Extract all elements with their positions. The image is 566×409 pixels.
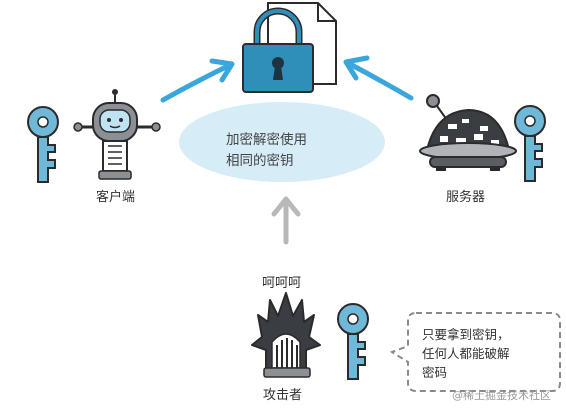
client-label: 客户端 [96,190,136,205]
client-key-icon [27,106,59,183]
attacker-icon [251,292,321,378]
server-label: 服务器 [446,190,486,205]
locked-document-icon [242,2,337,93]
attacker-speech-line-1: 只要拿到密钥， [422,327,510,342]
shared-key-caption-line-2: 相同的密钥 [226,153,294,169]
shared-key-caption-line-1: 加密解密使用 [226,132,307,148]
watermark-text: @稀土掘金技术社区 [452,389,551,402]
shared-key-caption: 加密解密使用 相同的密钥 [226,130,356,172]
attacker-laugh-text: 呵呵呵 [262,276,302,291]
attacker-speech-line-3: 密码 [422,365,448,380]
attacker-speech-text: 只要拿到密钥， 任何人都能破解 密码 [422,325,548,382]
client-to-lock-arrow [160,62,233,103]
attacker-key-icon [337,303,369,380]
client-robot-icon [73,89,161,180]
server-robot-icon [419,94,517,171]
server-key-icon [514,105,546,182]
speech-bubble [389,312,561,392]
attacker-speech-line-2: 任何人都能破解 [422,346,510,361]
attacker-label: 攻击者 [263,388,303,403]
server-to-lock-arrow [345,60,414,101]
shared-key-ellipse [179,102,385,182]
